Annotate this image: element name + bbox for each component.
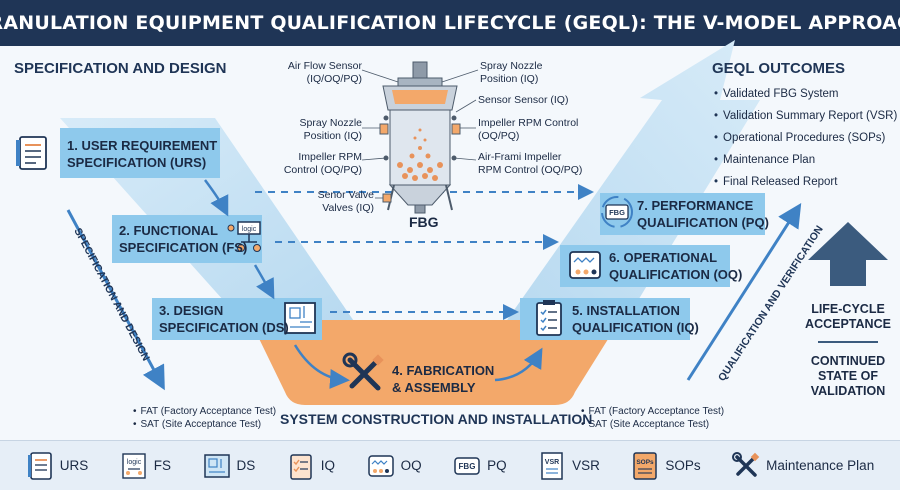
outcome-item: Validation Summary Report (VSR): [714, 105, 897, 127]
legend-item-iq: IQ: [287, 451, 335, 481]
fbg-cycle-icon: FBG: [601, 196, 633, 228]
construction-label: SYSTEM CONSTRUCTION AND INSTALLATION: [280, 411, 593, 427]
legend-item-vsr: VSR VSR: [538, 451, 600, 481]
vsr-report-icon: VSR: [541, 451, 563, 480]
legend-item-urs: URS: [26, 451, 89, 481]
sensor-label-left-1: Air Flow Sensor(IQ/OQ/PQ): [287, 60, 362, 85]
step-box-fs: [112, 215, 262, 263]
wrench-screwdriver-icon: [342, 352, 384, 391]
legend-label: OQ: [400, 458, 422, 473]
legend-label: Maintenance Plan: [766, 458, 875, 473]
lifecycle-arrow: [808, 222, 888, 286]
flow-arrow-urs-fs: [203, 179, 229, 217]
step-fabrication-label: 4. FABRICATION& ASSEMBLY: [392, 363, 495, 395]
fbg-icon: FBG: [454, 456, 480, 475]
test-sat-right: SAT (Site Acceptance Test): [581, 418, 724, 431]
diag-arrow-left: [66, 209, 165, 391]
tests-left: FAT (Factory Acceptance Test) SAT (Site …: [133, 405, 277, 431]
svg-text:SOPs: SOPs: [637, 459, 655, 466]
document-icon: [27, 451, 52, 480]
legend-item-sops: SOPs SOPs: [631, 451, 701, 481]
legend-item-fs: logic FS: [120, 451, 171, 481]
checklist-icon: [290, 453, 312, 480]
outcome-item: Operational Procedures (SOPs): [714, 127, 897, 149]
page-title: GRANULATION EQUIPMENT QUALIFICATION LIFE…: [0, 12, 900, 34]
diag-arrow-right: [686, 202, 802, 381]
blueprint-icon: [203, 453, 230, 478]
flow-arrow-fab-iq: [494, 347, 543, 382]
blueprint-icon: [284, 302, 316, 334]
legend-label: VSR: [572, 458, 600, 473]
legend-label: URS: [59, 458, 89, 473]
fbg-label: FBG: [409, 214, 439, 230]
svg-text:logic: logic: [242, 226, 257, 233]
sops-binder-icon: SOPs: [633, 451, 658, 480]
wrench-screwdriver-icon: [732, 451, 760, 477]
control-panel-icon: [367, 454, 394, 477]
logic-icon: logic: [122, 452, 146, 479]
outcomes-panel: GEQL OUTCOMES Validated FBG System Valid…: [712, 60, 897, 193]
outcome-item: Maintenance Plan: [714, 149, 897, 171]
legend-item-maintenance: Maintenance Plan: [732, 451, 874, 481]
sensor-label-right-2: Sensor Sensor (IQ): [478, 94, 569, 106]
outcome-item: Validated FBG System: [714, 83, 897, 105]
legend-bar: URS logic FS DS IQ: [0, 440, 900, 490]
fbg-machine-icon: [361, 61, 479, 214]
logic-flowchart-icon: logic: [227, 221, 261, 252]
legend-label: IQ: [320, 458, 336, 473]
legend-label: PQ: [487, 458, 507, 473]
legend-item-pq: FBG PQ: [453, 451, 507, 481]
title-bar: GRANULATION EQUIPMENT QUALIFICATION LIFE…: [0, 0, 900, 46]
v-model-diagram: logic: [16, 40, 888, 405]
checklist-icon: [536, 300, 562, 336]
svg-text:VSR: VSR: [545, 459, 559, 466]
legend-item-ds: DS: [203, 451, 256, 481]
svg-text:FBG: FBG: [609, 208, 625, 217]
outcome-item: Final Released Report: [714, 171, 897, 193]
outcomes-title: GEQL OUTCOMES: [712, 60, 846, 77]
left-section-title: SPECIFICATION AND DESIGN: [14, 60, 227, 77]
test-sat-left: SAT (Site Acceptance Test): [133, 418, 276, 431]
svg-text:logic: logic: [127, 459, 142, 466]
legend-label: SOPs: [665, 458, 701, 473]
svg-text:FBG: FBG: [459, 462, 476, 471]
flow-arrow-fs-ds: [253, 264, 275, 300]
legend-item-oq: OQ: [367, 451, 422, 481]
sensor-label-right-3: Impeller RPM Control(OQ/PQ): [478, 117, 579, 142]
document-icon: [16, 136, 47, 170]
flow-arrow-ds-fab: [293, 344, 350, 389]
step-box-urs: [60, 128, 220, 178]
control-panel-icon: [569, 251, 601, 279]
tests-right: FAT (Factory Acceptance Test) SAT (Site …: [581, 405, 725, 431]
legend-label: FS: [153, 458, 172, 473]
test-fat-right: FAT (Factory Acceptance Test): [581, 405, 725, 418]
legend-label: DS: [236, 458, 256, 473]
test-fat-left: FAT (Factory Acceptance Test): [133, 405, 277, 418]
